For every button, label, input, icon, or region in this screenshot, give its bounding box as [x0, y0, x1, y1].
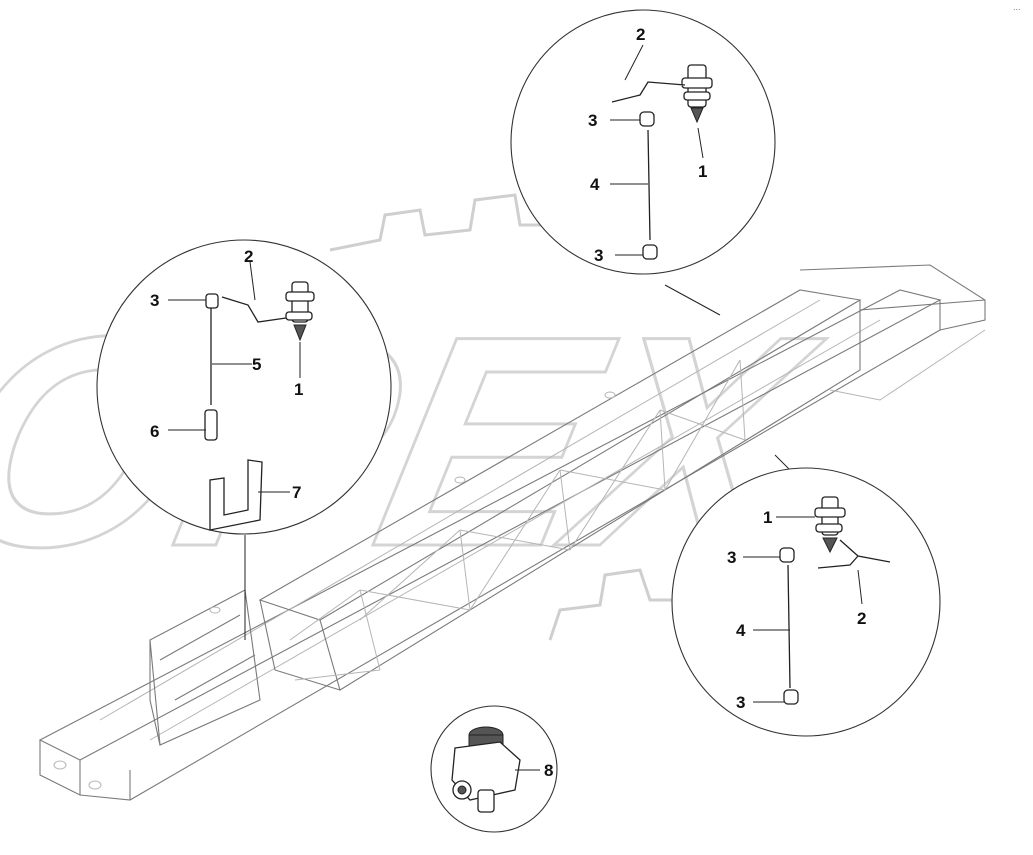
- joint-part-top: [779, 547, 795, 563]
- callout-3: 3: [588, 111, 597, 130]
- callout-1: 1: [698, 162, 707, 181]
- valve-part: [285, 281, 315, 342]
- callout-3: 3: [594, 246, 603, 265]
- rod-part: [787, 564, 791, 689]
- detail-circle-right: 1 3 2 4 3: [671, 467, 941, 737]
- detail-pointer-top: [664, 284, 721, 316]
- callout-2: 2: [244, 247, 253, 266]
- lever-part: [817, 539, 891, 569]
- corner-mark: ...: [1013, 2, 1021, 12]
- lever-part: [611, 81, 686, 103]
- callout-6: 6: [150, 422, 159, 441]
- joint-part-top: [639, 111, 655, 127]
- joint-part-bottom: [642, 244, 658, 260]
- callout-3: 3: [736, 693, 745, 712]
- callout-3: 3: [727, 548, 736, 567]
- rod-part: [647, 129, 651, 241]
- callout-2: 2: [857, 609, 866, 628]
- callout-1: 1: [763, 508, 772, 527]
- callout-8: 8: [544, 761, 553, 780]
- joint-part-6: [204, 409, 218, 441]
- detail-circle-left: 2 3 5 1 6 7: [96, 239, 392, 535]
- valve-part: [681, 64, 713, 124]
- callout-4: 4: [736, 621, 746, 640]
- lever-part: [221, 296, 287, 323]
- chassis-frame: [38, 264, 986, 801]
- callout-3: 3: [150, 291, 159, 310]
- callout-7: 7: [292, 483, 301, 502]
- callout-4: 4: [590, 175, 600, 194]
- callout-5: 5: [252, 355, 261, 374]
- valve-part: [814, 496, 846, 554]
- callout-1: 1: [294, 380, 303, 399]
- joint-part: [205, 293, 219, 309]
- valve-assembly-part: [451, 726, 521, 813]
- callout-2: 2: [636, 25, 645, 44]
- detail-circle-top: 2 3 1 4 3: [510, 9, 776, 275]
- detail-circle-bottom: 8: [430, 705, 558, 833]
- bracket-part: [209, 459, 263, 531]
- joint-part-bottom: [783, 689, 799, 705]
